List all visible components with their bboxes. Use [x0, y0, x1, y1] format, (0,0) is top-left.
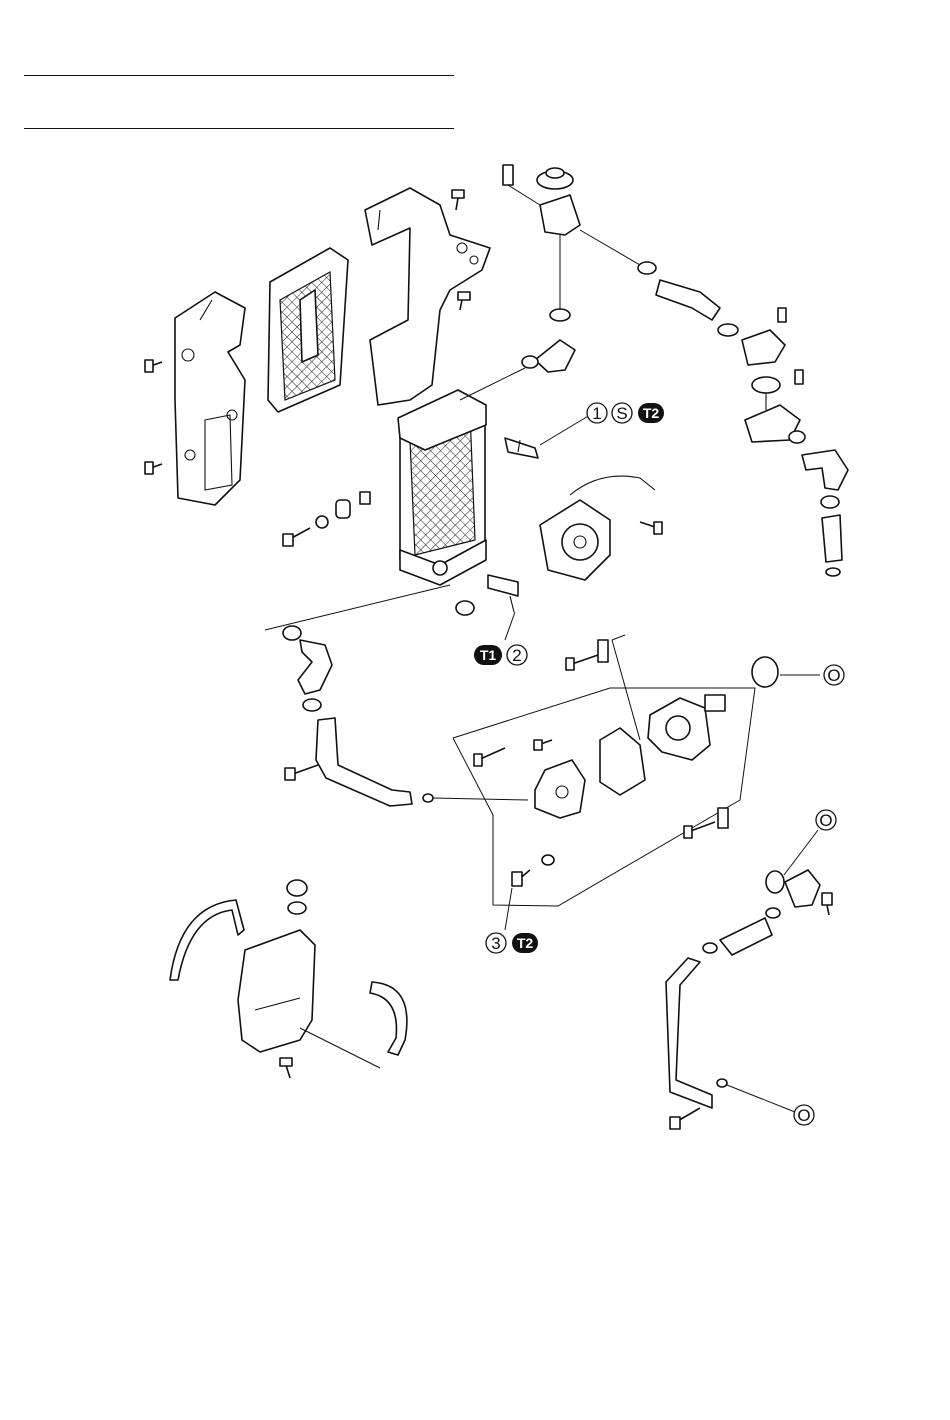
bypass-pipe-clamp [703, 943, 717, 953]
pump-clamp-bolt-lower [684, 808, 728, 838]
outlet-cover-oring [766, 871, 784, 893]
callout-temperature-sender: T1 2 [474, 645, 527, 665]
temperature-sender [488, 575, 518, 612]
pump-cover-bolt-2 [534, 740, 552, 750]
callout-oring: O [827, 666, 840, 685]
bypass-pipe-oring [717, 1079, 727, 1087]
filler-neck-seal [550, 309, 570, 321]
outlet-hose [720, 918, 772, 955]
outlet-pipe [822, 515, 842, 562]
bypass-pipe-bolt [670, 1108, 700, 1129]
thermostat-outlet-hose [802, 450, 848, 490]
callout-torque: T1 [480, 647, 497, 663]
thermostat [752, 377, 780, 410]
pump-oring [752, 657, 778, 687]
water-pump-cover [535, 760, 585, 818]
callout-oring: O [797, 1106, 810, 1125]
cooling-fan [540, 476, 655, 580]
callout-sealant: S [616, 404, 627, 423]
outlet-cover-bolt [822, 893, 832, 915]
callout-outlet-oring: O [816, 810, 836, 830]
upper-radiator-hose [656, 280, 720, 320]
radiator-upper-hose [535, 340, 575, 372]
callout-torque: T2 [643, 405, 660, 421]
thermostat-housing-cover [742, 308, 786, 365]
reserve-tank-mount-bolt [280, 1058, 292, 1078]
callout-torque: T2 [517, 935, 534, 951]
mount-washer [316, 516, 328, 528]
callout-thermo-switch: 1 S T2 [587, 403, 664, 423]
pump-cover-bolt-3 [512, 870, 530, 886]
callout-pump-oring: O [824, 665, 844, 685]
right-shroud-bolt-upper [452, 190, 464, 210]
reserve-tank-supply-hose [370, 982, 407, 1055]
pump-group-bracket [453, 688, 755, 906]
outlet-pipe-clamp [821, 496, 839, 508]
shroud-bolt-upper [145, 360, 162, 372]
lower-hose-clamp [283, 626, 301, 640]
thermostat-outlet-clamp [789, 431, 805, 443]
outlet-cover [785, 870, 820, 907]
pump-cover-washer [542, 855, 554, 865]
water-pump-gasket [600, 728, 645, 795]
thermo-switch [505, 438, 538, 458]
radiator-mount-bolt [283, 528, 310, 546]
callout-number: 1 [592, 404, 601, 423]
pump-clamp-bolt-upper [566, 640, 608, 670]
mount-collar [336, 500, 350, 518]
callout-number: 3 [491, 934, 500, 953]
pump-inlet-oring [423, 794, 433, 802]
left-radiator-shroud [175, 292, 245, 505]
callout-oring: O [819, 811, 832, 830]
radiator-lower-hose [298, 640, 332, 694]
right-shroud-bolt-lower [458, 292, 470, 310]
pump-cover-bolt-1 [474, 748, 505, 766]
mount-grommet [360, 492, 370, 504]
radiator [398, 390, 486, 585]
drain-grommet [456, 601, 474, 615]
upper-hose-clamp [638, 262, 656, 274]
right-radiator-shroud [365, 188, 490, 405]
water-pump-body [648, 695, 725, 760]
reserve-tank-cap [287, 880, 307, 914]
callout-pump-bolt: 3 T2 [486, 888, 538, 953]
shroud-bolt-lower [145, 462, 162, 474]
reserve-tank [238, 930, 315, 1052]
lower-pipe-clamp [303, 699, 321, 711]
coolant-pipe-bolt [285, 765, 318, 780]
radiator-upper-hose-clamp [522, 356, 538, 368]
radiator-grille [268, 248, 348, 412]
bypass-pipe [666, 958, 712, 1108]
coolant-pipe [316, 718, 412, 806]
outlet-hose-clamp [766, 908, 780, 918]
radiator-cap [537, 168, 573, 189]
callout-lower-oring: O [794, 1105, 814, 1125]
reserve-tank-overflow-hose [170, 900, 244, 980]
outlet-pipe-oring [826, 568, 840, 576]
thermostat-housing-gasket [718, 324, 738, 336]
fan-mount-bolt [640, 522, 662, 534]
callout-number: 2 [512, 646, 521, 665]
